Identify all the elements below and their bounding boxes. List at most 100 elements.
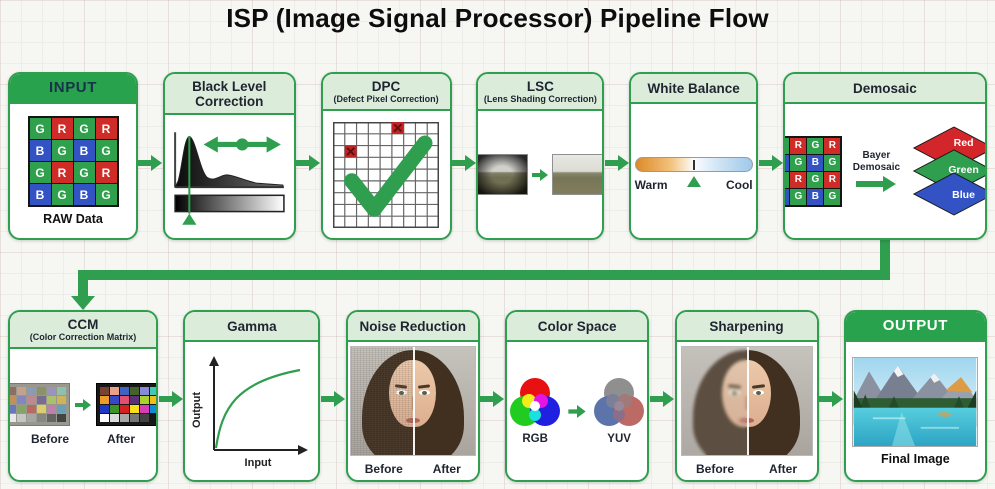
bayer-cell: R <box>790 137 807 154</box>
stage-ccm-subtitle: (Color Correction Matrix) <box>29 332 137 343</box>
stage-dpc: DPC (Defect Pixel Correction) <box>320 72 452 240</box>
stage-gamma: Gamma Output Input <box>183 310 321 482</box>
slider-tick <box>692 159 695 170</box>
bayer-cell: G <box>73 162 95 183</box>
bayer-cell: G <box>807 137 824 154</box>
slider-marker-icon <box>686 175 701 187</box>
stage-white-balance: White Balance Warm Cool <box>629 72 759 240</box>
stage-dpc-body <box>323 111 450 238</box>
flow-arrow-icon <box>321 391 346 407</box>
flow-arrow-icon <box>158 391 183 407</box>
flow-arrow-icon <box>451 155 476 171</box>
bayer-cell: R <box>824 171 841 188</box>
bayer-demosaic-label: Bayer Demosaic <box>852 150 901 173</box>
mini-arrow-icon <box>75 398 91 411</box>
after-label: After <box>432 462 461 476</box>
stage-cs-header: Color Space <box>507 312 648 342</box>
stage-wb-body: Warm Cool <box>631 104 756 238</box>
stage-dpc-title: DPC <box>371 79 401 94</box>
blurred-half-overlay <box>681 347 747 455</box>
checker-cell <box>17 405 26 413</box>
stage-ccm-body: Before After <box>10 349 156 480</box>
checker-cell <box>37 396 46 404</box>
bayer-cell: B <box>784 188 790 205</box>
bayer-cell: G <box>29 162 51 183</box>
bayer-cell: R <box>51 118 73 139</box>
bayer-cell: B <box>73 140 95 161</box>
stage-dpc-subtitle: (Defect Pixel Correction) <box>333 94 439 105</box>
checker-cell <box>140 396 149 404</box>
stage-nr-header: Noise Reduction <box>347 312 478 342</box>
svg-text:Green: Green <box>949 164 979 176</box>
stage-input-title: INPUT <box>49 79 97 97</box>
checker-cell <box>150 387 156 395</box>
bayer-cell: B <box>807 154 824 171</box>
bayer-cell: G <box>790 154 807 171</box>
face-before-after-image <box>349 346 476 456</box>
checker-cell <box>57 387 66 395</box>
bayer-cell: G <box>73 118 95 139</box>
connector-horizontal <box>78 270 890 280</box>
checker-cell <box>120 405 129 413</box>
stage-blc-body <box>165 115 294 238</box>
checker-cell <box>10 396 16 404</box>
checker-cell <box>27 414 36 422</box>
colorchecker-before <box>10 383 70 426</box>
temperature-gradient-bar <box>634 156 753 172</box>
bayer-cell: B <box>29 184 51 205</box>
before-label: Before <box>364 462 403 476</box>
checker-cell <box>110 405 119 413</box>
after-label: After <box>106 432 135 446</box>
checkmark-icon <box>344 135 433 217</box>
mini-arrow-icon <box>532 168 549 181</box>
yuv-venn-icon <box>594 378 645 426</box>
checker-cell <box>100 396 109 404</box>
stage-black-level-correction: Black Level Correction <box>162 72 296 240</box>
checker-cell <box>100 405 109 413</box>
bayer-cell: R <box>51 162 73 183</box>
bayer-cell: G <box>824 154 841 171</box>
checker-cell <box>100 387 109 395</box>
page-title: ISP (Image Signal Processor) Pipeline Fl… <box>226 3 769 33</box>
checker-cell <box>47 414 56 422</box>
checker-cell <box>120 396 129 404</box>
checker-cell <box>57 405 66 413</box>
stage-sharpening-header: Sharpening <box>676 312 817 342</box>
stage-sharpening: Sharpening Before After <box>674 310 819 482</box>
bayer-cell: B <box>73 184 95 205</box>
checker-cell <box>150 405 156 413</box>
checker-cell <box>150 396 156 404</box>
histogram-shift-illustration <box>174 131 285 225</box>
checker-cell <box>57 414 66 422</box>
cool-label: Cool <box>725 177 753 192</box>
stage-lsc-body <box>478 111 603 238</box>
checker-cell <box>130 414 139 422</box>
checker-cell <box>130 387 139 395</box>
flow-arrow-icon <box>604 155 629 171</box>
white-balance-slider: Warm Cool <box>634 156 753 192</box>
bayer-cell: G <box>95 184 117 205</box>
final-image-caption: Final Image <box>880 451 950 466</box>
face-before-after-image <box>680 346 813 456</box>
bayer-cell: G <box>95 140 117 161</box>
checker-cell <box>37 405 46 413</box>
flow-arrow-icon <box>758 155 783 171</box>
checker-cell <box>110 414 119 422</box>
flow-arrow-icon <box>819 391 844 407</box>
final-landscape-image <box>852 356 979 447</box>
flow-arrow-icon <box>296 155 321 171</box>
checker-cell <box>120 387 129 395</box>
stage-lsc-header: LSC (Lens Shading Correction) <box>478 74 603 111</box>
checker-cell <box>150 414 156 422</box>
stage-noise-reduction: Noise Reduction Before After <box>345 310 480 482</box>
checker-cell <box>47 387 56 395</box>
bayer-cell: R <box>95 118 117 139</box>
stage-cs-body: RGB YUV <box>507 342 647 480</box>
bayer-cell: G <box>790 188 807 205</box>
stage-gamma-header: Gamma <box>185 312 319 342</box>
raw-data-caption: RAW Data <box>43 212 103 226</box>
checker-cell <box>17 414 26 422</box>
checker-cell <box>10 414 16 422</box>
